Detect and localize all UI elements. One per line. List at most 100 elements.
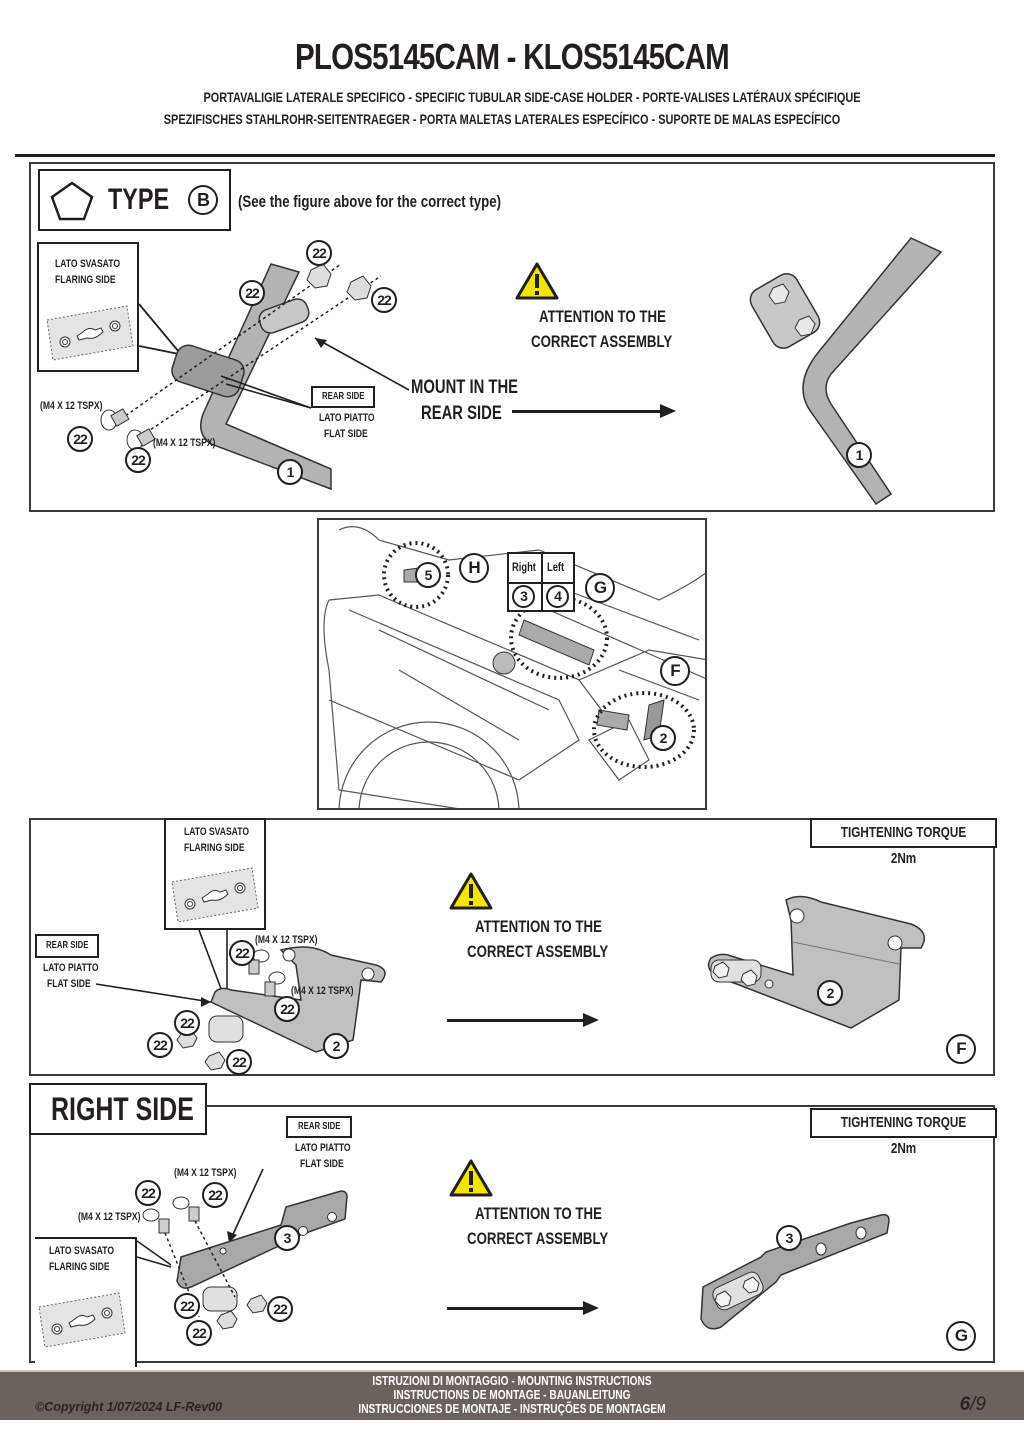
part-22-badge: 22 (186, 1320, 212, 1346)
table-header-right: Right (512, 560, 536, 574)
flaring-label-1: LATO SVASATO (55, 258, 120, 270)
flat-side-label-1: LATO PIATTO (319, 412, 375, 424)
part-22-badge: 22 (371, 287, 397, 313)
footer-bar: ISTRUZIONI DI MONTAGGIO - MOUNTING INSTR… (0, 1370, 1024, 1420)
flaring-label-2: FLARING SIDE (184, 842, 245, 854)
attention-line-1: ATTENTION TO THE (539, 307, 666, 326)
callout-leaders (138, 303, 180, 355)
part-22-badge: 22 (239, 280, 265, 306)
rear-side-tag: REAR SIDE (311, 386, 375, 408)
pentagon-icon (50, 181, 94, 221)
attention-line-1: ATTENTION TO THE (475, 917, 602, 936)
panel-type-b: TYPE B (See the figure above for the cor… (29, 162, 995, 512)
part-2-badge: 2 (817, 980, 843, 1006)
flat-side-label-1: LATO PIATTO (295, 1142, 351, 1154)
footer-instructions: ISTRUZIONI DI MONTAGGIO - MOUNTING INSTR… (113, 1374, 912, 1416)
section-g-badge: G (585, 573, 615, 603)
part-3-badge: 3 (512, 585, 535, 608)
torque-label: TIGHTENING TORQUE 2Nm (810, 1108, 997, 1157)
assembled-tube-illustration (749, 237, 943, 506)
bracket-2-result-illustration (707, 895, 926, 1029)
section-f-badge: F (660, 656, 690, 686)
rear-side-tag: REAR SIDE (286, 1116, 352, 1138)
subtitle-line-1: PORTAVALIGIE LATERALE SPECIFICO - SPECIF… (203, 89, 861, 105)
flaring-side-callout: LATO SVASATO FLARING SIDE (164, 818, 266, 930)
section-f-badge: F (946, 1034, 976, 1064)
flaring-label-1: LATO SVASATO (184, 826, 249, 838)
flaring-side-callout: LATO SVASATO FLARING SIDE (37, 242, 139, 372)
header-divider (15, 154, 995, 157)
rear-side-label: REAR SIDE (321, 391, 365, 402)
torque-text: TIGHTENING TORQUE 2Nm (840, 824, 967, 867)
part-4-badge: 4 (546, 585, 569, 608)
part-22-badge: 22 (267, 1296, 293, 1322)
flaring-label-2: FLARING SIDE (55, 274, 116, 286)
attention-line-2: CORRECT ASSEMBLY (467, 942, 609, 961)
document-title: PLOS5145CAM - KLOS5145CAM (295, 36, 730, 77)
section-h-badge: H (459, 553, 489, 583)
flat-side-label-2: FLAT SIDE (300, 1158, 344, 1170)
tube-assembly-illustration (100, 263, 410, 491)
part-22-badge: 22 (135, 1180, 161, 1206)
page-number: 6/9 (960, 1394, 986, 1416)
torque-text: TIGHTENING TORQUE 2Nm (840, 1114, 967, 1157)
flat-side-label-2: FLAT SIDE (324, 428, 368, 440)
table-header-left: Left (547, 560, 565, 574)
footer-line-2: INSTRUCTIONS DE MONTAGE - BAUANLEITUNG (393, 1387, 631, 1402)
type-letter-badge: B (188, 185, 218, 215)
part-22-badge: 22 (274, 996, 300, 1022)
flat-side-label-2: FLAT SIDE (47, 978, 91, 990)
type-note: (See the figure above for the correct ty… (238, 192, 502, 211)
rear-side-tag: REAR SIDE (35, 934, 99, 958)
section-g-badge: G (946, 1321, 976, 1351)
screw-spec-label: (M4 X 12 TSPX) (153, 437, 216, 449)
right-side-section-title: RIGHT SIDE (29, 1083, 207, 1135)
part-1-badge: 1 (846, 442, 872, 468)
rear-side-label: REAR SIDE (45, 940, 89, 951)
motorcycle-rear-illustration (323, 526, 705, 808)
flaring-label-1: LATO SVASATO (49, 1245, 114, 1257)
warning-icon (449, 872, 493, 910)
screw-spec-label: (M4 X 12 TSPX) (40, 400, 103, 412)
torque-label: TIGHTENING TORQUE 2Nm (810, 818, 997, 867)
bracket-3-assembly-illustration (136, 1168, 348, 1330)
flaring-plate-illustration (38, 1292, 126, 1348)
direction-arrow (512, 404, 676, 418)
part-5-badge: 5 (415, 562, 441, 588)
part-1-badge: 1 (277, 459, 303, 485)
part-3-badge: 3 (274, 1225, 300, 1251)
attention-line-1: ATTENTION TO THE (475, 1204, 602, 1223)
flaring-plate-illustration (46, 305, 134, 361)
panel-overview: 5 H Right Left 3 4 G F 2 (317, 518, 707, 810)
mount-instruction-1: MOUNT IN THE (411, 377, 519, 398)
flat-side-label-1: LATO PIATTO (43, 962, 99, 974)
part-2-badge: 2 (650, 725, 676, 751)
panel-section-g: RIGHT SIDE REAR SIDE LATO PIATTO FLAT SI… (29, 1083, 997, 1367)
part-22-badge: 22 (226, 1049, 252, 1075)
warning-icon (515, 262, 559, 300)
part-3-badge: 3 (776, 1225, 802, 1251)
part-2-badge: 2 (323, 1033, 349, 1059)
flaring-label-2: FLARING SIDE (49, 1261, 110, 1273)
screw-spec-label: (M4 X 12 TSPX) (255, 934, 318, 946)
attention-line-2: CORRECT ASSEMBLY (467, 1229, 609, 1248)
mount-instruction-2: REAR SIDE (421, 403, 502, 424)
part-22-badge: 22 (174, 1293, 200, 1319)
direction-arrow (447, 1301, 599, 1315)
part-22-badge: 22 (229, 940, 255, 966)
direction-arrow (447, 1013, 599, 1027)
part-22-badge: 22 (125, 447, 151, 473)
type-box: TYPE B (38, 169, 231, 231)
attention-line-2: CORRECT ASSEMBLY (531, 332, 673, 351)
rear-side-label: REAR SIDE (297, 1121, 341, 1132)
page-total: /9 (970, 1394, 986, 1415)
flaring-side-callout: LATO SVASATO FLARING SIDE (35, 1237, 137, 1367)
section-title-text: RIGHT SIDE (51, 1091, 194, 1127)
part-22-badge: 22 (306, 240, 332, 266)
warning-icon (449, 1159, 493, 1197)
part-22-badge: 22 (202, 1182, 228, 1208)
flaring-plate-illustration (171, 867, 259, 923)
footer-line-3: INSTRUCCIONES DE MONTAJE - INSTRUÇÕES DE… (358, 1401, 666, 1416)
part-22-badge: 22 (174, 1010, 200, 1036)
type-label: TYPE (108, 183, 170, 216)
